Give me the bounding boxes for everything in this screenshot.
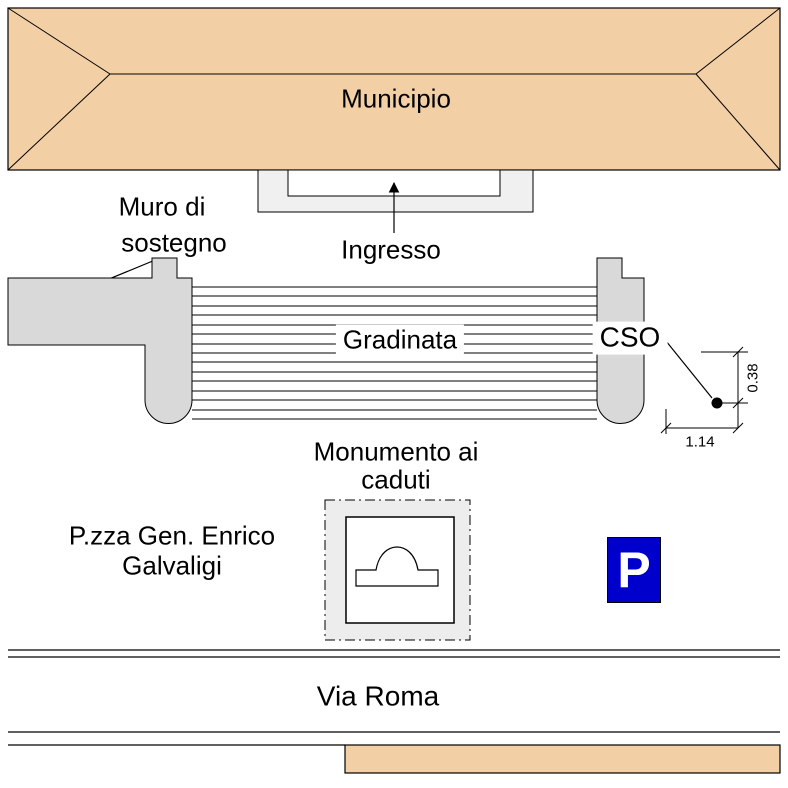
ingresso-label: Ingresso	[341, 234, 441, 265]
dimension-value-horizontal: 1.14	[685, 433, 715, 451]
cso-label: CSO	[592, 321, 668, 355]
parking-sign-letter: P	[617, 542, 651, 598]
dimension-lines	[660, 346, 748, 434]
municipio-label: Municipio	[341, 83, 451, 114]
muro-sostegno-label-line2: sostegno	[121, 227, 227, 258]
stairs-lines	[192, 286, 597, 420]
muro-sostegno-label-line1: Muro di	[118, 191, 206, 222]
cso-leader-line	[665, 340, 713, 399]
monumento-label-line1: Monumento ai	[313, 436, 479, 467]
road-lines	[8, 649, 780, 746]
bottom-building-strip	[344, 744, 781, 774]
dimension-value-vertical: 0.38	[744, 363, 762, 393]
monument-profile	[355, 546, 439, 587]
municipio-building	[7, 7, 781, 171]
roof-lines	[7, 7, 781, 171]
gradinata-label: Gradinata	[335, 324, 465, 356]
parking-sign: P	[607, 537, 661, 603]
piazza-label-line2: Galvaligi	[122, 550, 222, 581]
monumento-label-line2: caduti	[361, 464, 431, 495]
retaining-wall-left	[7, 257, 193, 424]
cso-point	[711, 397, 723, 409]
piazza-label-line1: P.zza Gen. Enrico	[68, 520, 276, 551]
via-roma-label: Via Roma	[316, 680, 440, 712]
